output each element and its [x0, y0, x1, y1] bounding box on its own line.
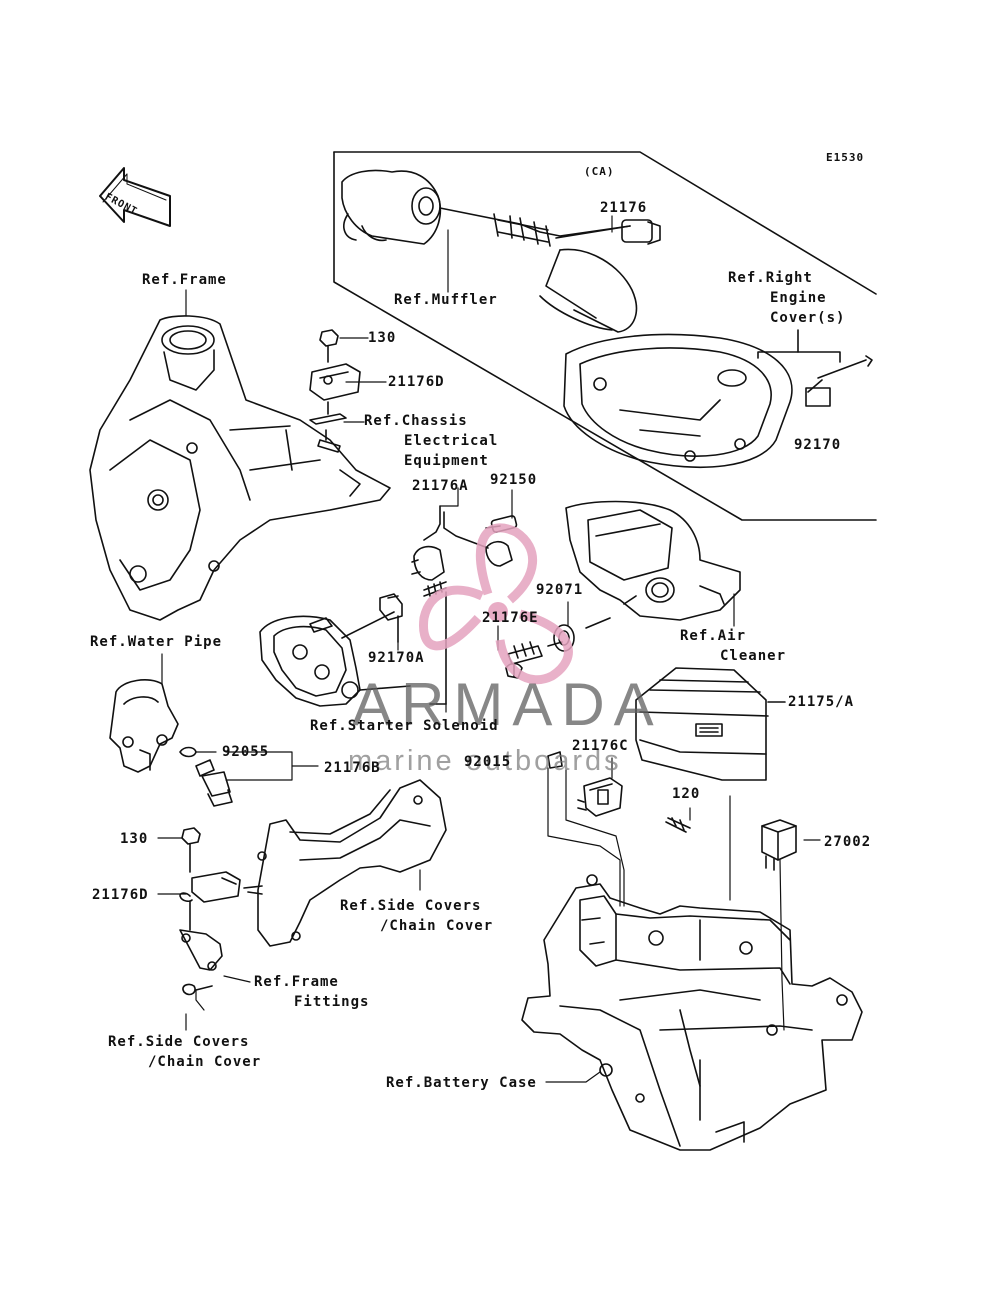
- label-ref-frame-fittings-2: Fittings: [294, 994, 370, 1010]
- region-code: (CA): [584, 165, 615, 178]
- label-part-130-top: 130: [368, 330, 397, 346]
- label-part-21176D-top: 21176D: [388, 374, 445, 390]
- label-ref-chassis-1: Ref.Chassis: [364, 413, 468, 429]
- label-part-21175A: 21175/A: [788, 694, 855, 710]
- label-part-92015: 92015: [464, 754, 512, 770]
- label-part-21176-top: 21176: [600, 200, 648, 216]
- frame-drawing: [89, 315, 391, 621]
- battery-case-drawing: [521, 874, 863, 1151]
- label-ref-side-covers-low-2: /Chain Cover: [148, 1054, 262, 1070]
- label-part-21176A: 21176A: [412, 478, 469, 494]
- diagram-code: E1530: [826, 151, 865, 164]
- label-part-92071: 92071: [536, 582, 584, 598]
- label-ref-chassis-3: Equipment: [404, 453, 489, 469]
- side-cover-bracket: [243, 779, 447, 947]
- sensor-21176D-top: [309, 329, 361, 453]
- label-part-92150: 92150: [490, 472, 538, 488]
- label-ref-side-covers-mid-2: /Chain Cover: [380, 918, 494, 934]
- label-ref-side-covers-mid-1: Ref.Side Covers: [340, 898, 482, 914]
- label-ref-starter-solenoid: Ref.Starter Solenoid: [310, 718, 499, 734]
- label-ref-chassis-2: Electrical: [404, 433, 499, 449]
- label-ref-battery-case: Ref.Battery Case: [386, 1075, 537, 1091]
- label-part-92170A: 92170A: [368, 650, 425, 666]
- label-part-21176D-bottom: 21176D: [92, 887, 149, 903]
- label-part-120: 120: [672, 786, 701, 802]
- label-part-27002: 27002: [824, 834, 872, 850]
- label-part-21176C: 21176C: [572, 738, 629, 754]
- sensor-21176D-bottom: [179, 827, 241, 996]
- label-ref-right-engine-cover-3: Cover(s): [770, 310, 846, 326]
- label-ref-right-engine-cover-2: Engine: [770, 290, 827, 306]
- watermark-title: ARMADA: [352, 671, 663, 738]
- label-ref-frame-fittings-1: Ref.Frame: [254, 974, 339, 990]
- label-part-92170-top: 92170: [794, 437, 842, 453]
- label-part-92055: 92055: [222, 744, 270, 760]
- sensor-21176C: [547, 751, 691, 833]
- label-ref-right-engine-cover-1: Ref.Right: [728, 270, 813, 286]
- muffler-inset-frame: [333, 151, 877, 521]
- label-ref-frame: Ref.Frame: [142, 272, 227, 288]
- front-arrow-icon: [99, 167, 171, 227]
- label-ref-air-cleaner-2: Cleaner: [720, 648, 787, 664]
- clamp-92170A: [379, 581, 447, 643]
- watermark-subtitle: marine outboards: [348, 745, 622, 777]
- relay-27002: [761, 819, 797, 871]
- label-ref-air-cleaner-1: Ref.Air: [680, 628, 747, 644]
- label-part-21176B: 21176B: [324, 760, 381, 776]
- engine-cover-drawing: [563, 329, 873, 468]
- ecu-21175A: [635, 667, 786, 781]
- label-ref-side-covers-low-1: Ref.Side Covers: [108, 1034, 250, 1050]
- label-part-130-bottom: 130: [120, 831, 149, 847]
- label-ref-water-pipe: Ref.Water Pipe: [90, 634, 223, 650]
- leader-lines: [157, 215, 821, 1083]
- label-ref-muffler: Ref.Muffler: [394, 292, 498, 308]
- muffler-drawing: [341, 169, 661, 333]
- label-part-21176E: 21176E: [482, 610, 539, 626]
- air-cleaner-drawing: [565, 500, 741, 629]
